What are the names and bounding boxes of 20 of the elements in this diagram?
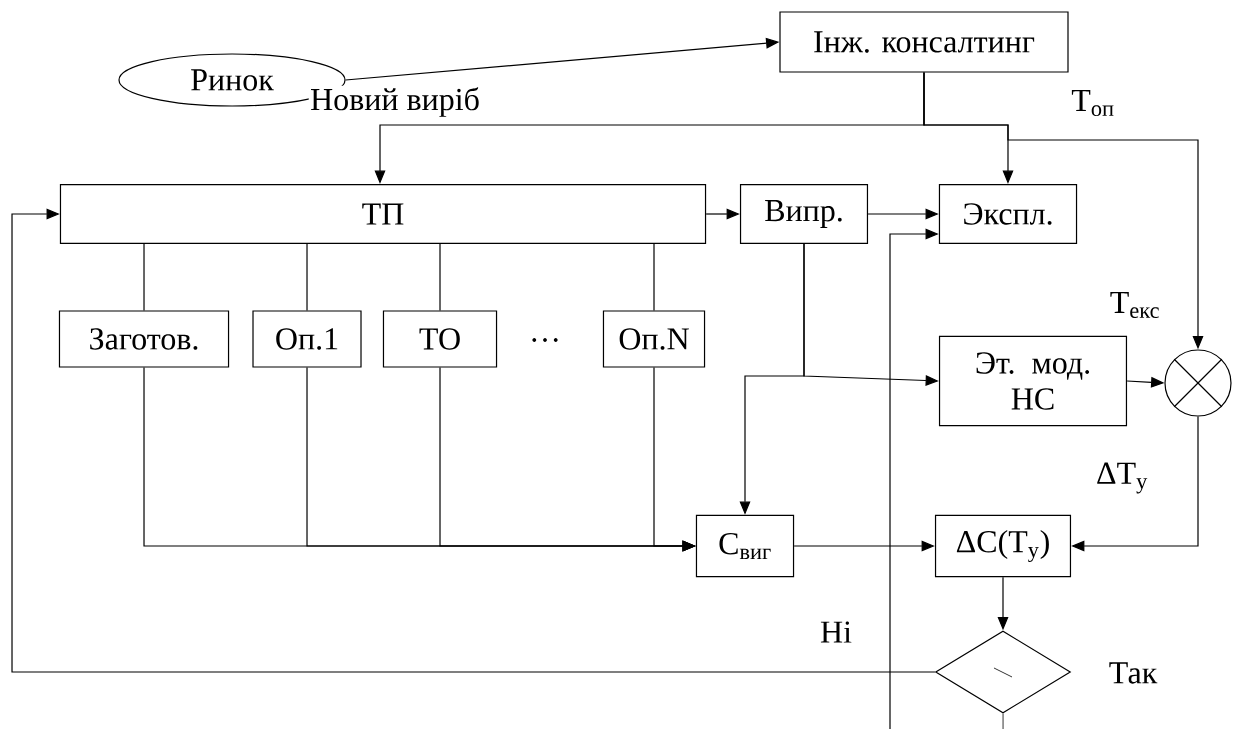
signal-label: Т$_{оп}$: [1071, 89, 1114, 117]
process-box: Оп.1: [252, 310, 362, 368]
process-box: Экспл.: [938, 183, 1078, 245]
signal-label: Т$_{екс}$: [1110, 291, 1159, 319]
signal-label: ΔТ$_{у}$: [1097, 462, 1148, 494]
process-box: Інж. консалтинг: [779, 11, 1069, 73]
process-box: С$_{виг}$: [695, 514, 795, 578]
edge-label: Новий виріб: [308, 85, 482, 119]
signal-label: …: [532, 338, 558, 342]
process-box: ТО: [382, 310, 498, 368]
process-box: Заготов.: [58, 310, 230, 368]
process-box: ΔС(Т$_{у}$): [934, 514, 1072, 578]
edge-label: Ні: [818, 620, 854, 644]
process-box: ТП: [59, 183, 707, 245]
process-box: Эт. мод. НС: [938, 335, 1128, 427]
process-box: Випр.: [739, 183, 869, 245]
process-box: Оп.N: [602, 310, 706, 368]
summing-junction: [1164, 349, 1232, 417]
edge-label: Так: [1107, 661, 1159, 685]
arrow: [11, 208, 936, 673]
